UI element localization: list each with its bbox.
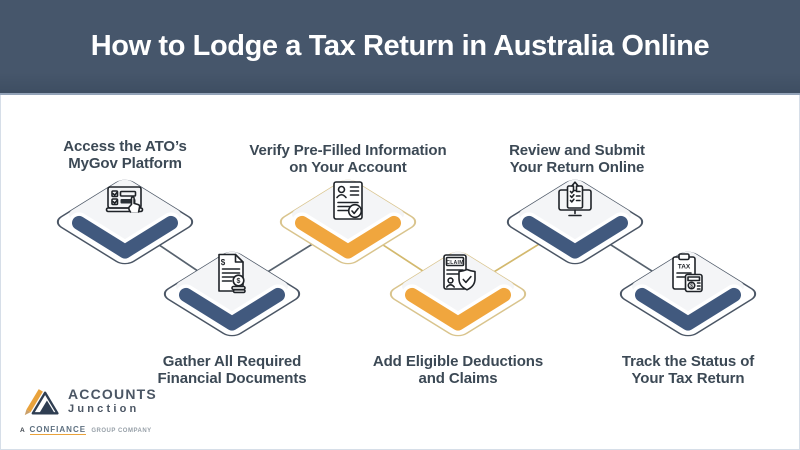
- step-1-label: Access the ATO’s MyGov Platform: [63, 138, 187, 172]
- step-3-label: Verify Pre-Filled Information on Your Ac…: [249, 142, 447, 176]
- logo-name-top: ACCOUNTS: [68, 386, 157, 402]
- step-5-node: [506, 179, 644, 265]
- svg-text:$: $: [221, 258, 226, 267]
- claim-shield-icon: CLAIM: [443, 254, 476, 291]
- financial-document-icon: $ $: [218, 253, 246, 294]
- logo-tagline: A CONFIANCE GROUP COMPANY: [20, 425, 152, 435]
- tax-calculator-icon: TAX $: [672, 253, 703, 293]
- header-banner: How to Lodge a Tax Return in Australia O…: [0, 0, 800, 95]
- step-1-node: [56, 179, 194, 265]
- confiance-brand: CONFIANCE: [29, 425, 87, 435]
- step-5-label: Review and Submit Your Return Online: [509, 142, 645, 176]
- screen-checklist-icon: [105, 186, 144, 213]
- step-3-node: [279, 179, 417, 265]
- svg-text:TAX: TAX: [678, 264, 691, 271]
- svg-text:$: $: [690, 284, 693, 290]
- svg-text:CLAIM: CLAIM: [446, 260, 463, 266]
- accounts-junction-logo: ACCOUNTS Junction A CONFIANCE GROUP COMP…: [20, 381, 235, 435]
- step-4-node: CLAIM: [389, 251, 527, 337]
- step-4-label: Add Eligible Deductions and Claims: [372, 353, 544, 387]
- svg-text:$: $: [237, 278, 241, 285]
- verified-document-icon: [333, 181, 363, 220]
- step-2-node: $ $: [163, 251, 301, 337]
- step-6-label: Track the Status of Your Tax Return: [621, 353, 755, 387]
- logo-name-bottom: Junction: [68, 403, 140, 415]
- logo-triangle-icon: [24, 389, 59, 416]
- page-title: How to Lodge a Tax Return in Australia O…: [90, 30, 710, 62]
- submit-monitor-icon: [558, 181, 592, 217]
- step-2-label: Gather All Required Financial Documents: [157, 353, 307, 387]
- step-6-node: TAX $: [619, 251, 757, 337]
